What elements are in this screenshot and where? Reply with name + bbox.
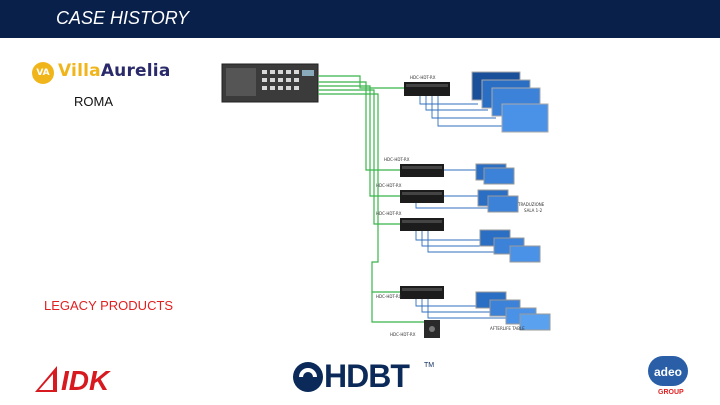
receiver-5 — [400, 286, 444, 299]
device-label-1: HDC-HDT-RX — [410, 75, 436, 80]
idk-logo: IDK — [33, 364, 121, 396]
switcher-buttons — [262, 70, 299, 90]
hdbaset-links — [318, 75, 426, 323]
control-box — [424, 320, 440, 338]
adeo-group-text: GROUP — [658, 389, 684, 396]
screen-group-4 — [479, 229, 541, 263]
device-label-2: HDC-HDT-RX — [384, 157, 410, 162]
idk-emblem-icon: IDK — [35, 365, 111, 396]
adeo-emblem-icon: adeo — [648, 356, 688, 386]
villa-aurelia-badge-icon: VA — [32, 62, 54, 84]
station-label-line2: SALA 1-2 — [524, 208, 543, 213]
device-label-4: HDC-HDT-RX — [376, 211, 402, 216]
hdbaset-wordmark: HDBT — [324, 358, 410, 394]
villa-aurelia-logo: VA VillaAurelia — [30, 58, 170, 88]
legacy-products-label: LEGACY PRODUCTS — [44, 298, 174, 313]
device-label-3: HDC-HDT-RX — [376, 183, 402, 188]
receiver-1 — [404, 82, 450, 96]
matrix-switcher — [221, 63, 319, 103]
hdbaset-emblem-icon — [293, 362, 323, 392]
device-label-6: HDC-HDT-RX — [390, 332, 416, 337]
adeo-group-logo: adeo GROUP — [644, 354, 692, 400]
screen-stack-main — [471, 71, 549, 133]
logo-text-villa: Villa — [58, 61, 101, 81]
station-label-line1: TRADUZIONE — [517, 202, 545, 207]
video-outputs — [415, 96, 512, 319]
hdbaset-trademark: TM — [424, 362, 435, 369]
header-bar: CASE HISTORY — [0, 0, 720, 38]
idk-wordmark: IDK — [61, 365, 111, 394]
receiver-4 — [400, 218, 444, 231]
hdbaset-logo: HDBT TM — [292, 358, 435, 398]
switcher-display — [302, 70, 314, 76]
screen-group-2 — [475, 163, 515, 185]
switcher-panel — [226, 68, 256, 96]
receiver-2 — [400, 164, 444, 177]
bottom-room-label: AFTERLIFE TABLE — [490, 326, 525, 331]
screen-group-3 — [477, 189, 519, 213]
page-title: CASE HISTORY — [56, 8, 190, 28]
villa-aurelia-wordmark: VillaAurelia — [58, 61, 171, 81]
logo-text-aurelia: Aurelia — [100, 61, 171, 81]
device-label-5: HDC-HDT-RX — [376, 294, 402, 299]
adeo-wordmark: adeo — [654, 365, 682, 379]
receiver-3 — [400, 190, 444, 203]
screen-group-5 — [475, 291, 551, 331]
city-label: ROMA — [74, 94, 113, 109]
